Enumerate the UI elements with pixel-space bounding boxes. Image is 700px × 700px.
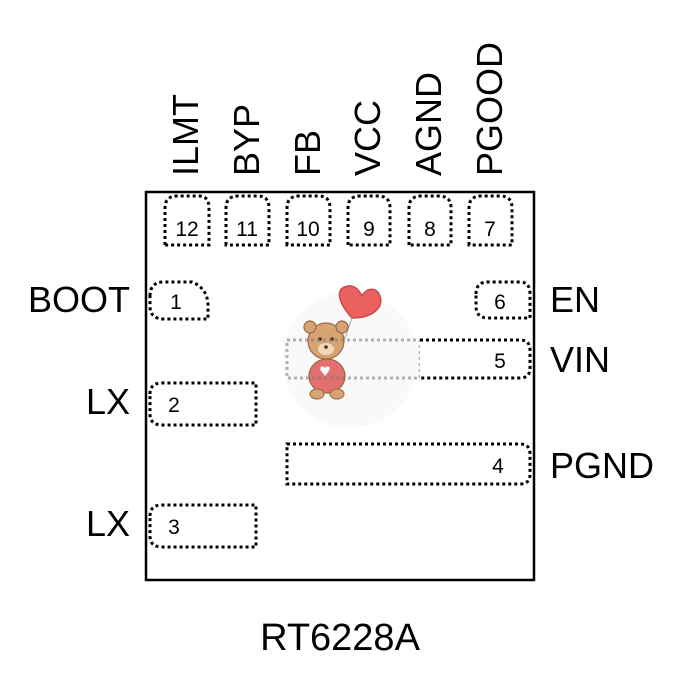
pin-1-label: BOOT: [28, 279, 130, 320]
pin-6-number: 6: [494, 291, 506, 314]
bear-body: [308, 358, 346, 394]
pin-7-label: PGOOD: [469, 42, 510, 176]
pin-11-pad: [224, 194, 271, 247]
pin-9-pad: [346, 194, 392, 247]
heart-balloon-icon: [338, 285, 382, 319]
bear-watermark: [282, 285, 418, 428]
pin-4-pad: [285, 442, 532, 486]
pin-10-number: 10: [296, 218, 319, 241]
pin-11-label: BYP: [226, 104, 267, 176]
pin-11-number: 11: [236, 218, 258, 241]
pin-9-number: 9: [363, 218, 375, 241]
pin-5-pad: [420, 338, 532, 380]
pin-6-pad: [474, 280, 532, 320]
pin-12-pad: [163, 194, 211, 247]
pin-2-pad: [148, 381, 258, 427]
pin-10-pad: [285, 194, 332, 247]
pin-8-number: 8: [424, 218, 436, 241]
pin-7-number: 7: [484, 218, 496, 241]
pin-6-label: EN: [550, 279, 600, 320]
pin-4-number: 4: [492, 455, 504, 478]
pin-3-label: LX: [86, 503, 130, 544]
pin-2-label: LX: [86, 381, 130, 422]
pin-1-number: 1: [170, 291, 182, 314]
pin-3-pad: [148, 503, 258, 549]
pin-9-label: VCC: [347, 100, 388, 176]
package-outline: [144, 190, 536, 582]
pin-7-pad: [467, 194, 514, 247]
pin-5-label: VIN: [550, 339, 610, 380]
pin-3-number: 3: [168, 516, 180, 539]
pin-10-label: FB: [287, 130, 328, 176]
pin-5-number: 5: [494, 350, 506, 373]
pin-1-pad: [148, 280, 210, 321]
pin-8-label: AGND: [408, 72, 449, 176]
pin-12-label: ILMT: [165, 94, 206, 176]
pin-12-number: 12: [175, 218, 198, 241]
part-number: RT6228A: [260, 617, 421, 659]
pin-8-pad: [407, 194, 453, 247]
pin-4-label: PGND: [550, 445, 654, 486]
pin-2-number: 2: [168, 394, 180, 417]
